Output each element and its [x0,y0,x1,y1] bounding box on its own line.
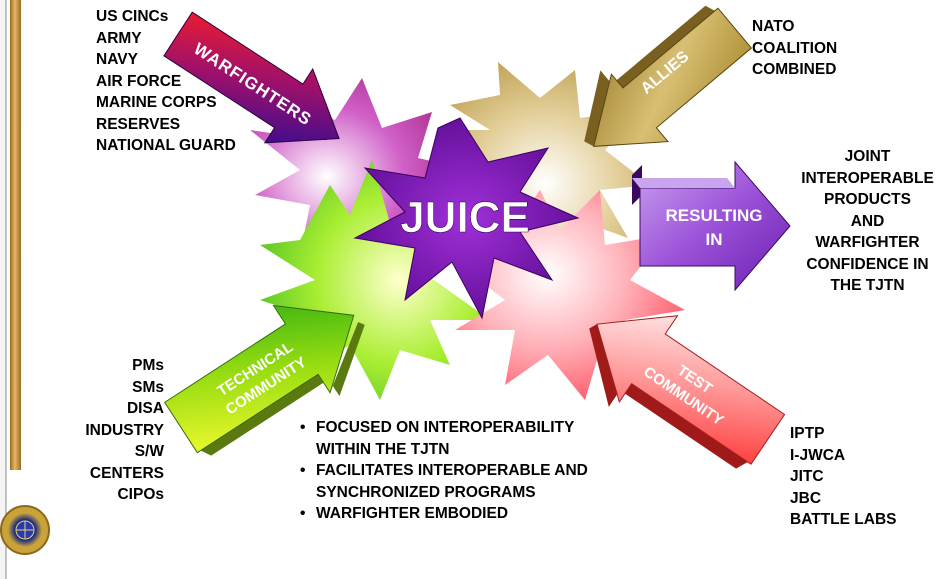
warfighters-item: MARINE CORPS [96,94,217,111]
warfighters-item: NATIONAL GUARD [96,137,236,154]
result-arrow: RESULTING IN [632,160,791,292]
test-arrow: TEST COMMUNITY [589,315,786,469]
technical-item: PMs [132,357,164,374]
test-item: BATTLE LABS [790,511,897,528]
test-item: JITC [790,468,824,485]
allies-arrow: ALLIES [584,5,753,147]
warfighters-item: AIR FORCE [96,72,182,90]
result-list: JOINT INTEROPERABLE PRODUCTS AND WARFIGHTER C… [790,146,945,297]
allies-arrow-body [593,7,753,147]
benefit-item: FACILITATES INTEROPERABLE AND SYNCHRONIZE… [300,460,588,503]
warfighters-arrow-body [163,11,340,144]
result-item: AND [850,212,885,230]
result-item: PRODUCTS [824,191,911,208]
warfighters-item: RESERVES [96,115,181,133]
juice-label: JUICE [400,193,530,242]
benefits-list: FOCUSED ON INTEROPERABILITY WITHIN THE TJ… [300,417,588,525]
seal-emblem [0,505,50,555]
result-item: INTEROPERABLE [801,169,934,187]
warfighters-item: NAVY [96,51,138,68]
benefit-line: SYNCHRONIZED PROGRAMS [316,483,536,501]
technical-item: SMs [132,378,164,396]
result-arrow-body [639,160,791,292]
result-item: WARFIGHTER [815,234,920,251]
test-item: IPTP [790,425,825,442]
sidebar-bar [10,0,21,470]
allies-item: COALITION [752,39,838,57]
technical-arrow: TECHNICAL COMMUNITY [163,304,365,456]
technical-item: CENTERS [89,464,164,482]
test-arrow-body [596,315,786,465]
allies-arrow-side [584,5,715,147]
technical-item: CIPOs [117,486,164,503]
result-arrow-label-1: RESULTING [666,206,763,225]
test-item: I-JWCA [790,446,846,464]
allies-item: NATO [752,18,795,35]
sidebar-edge [0,0,6,579]
result-item: THE TJTN [830,277,905,294]
benefit-line: FOCUSED ON INTEROPERABILITY [316,419,575,436]
juice-star [353,117,580,320]
benefit-line: WITHIN THE TJTN [316,440,450,458]
test-item: JBC [790,489,822,507]
result-arrow-label-2: IN [706,230,723,249]
result-arrow-top [632,178,735,188]
result-item: JOINT [844,148,891,165]
test-list: IPTP I-JWCA JITC JBC BATTLE LABS [790,423,896,531]
warfighters-item: US CINCs [96,8,169,25]
technical-arrow-side [200,322,365,456]
technical-item: S/W [134,443,164,460]
benefit-item: FOCUSED ON INTEROPERABILITY WITHIN THE TJ… [300,417,588,460]
allies-item: COMBINED [752,61,837,78]
technical-item: INDUSTRY [85,421,164,439]
benefit-item: WARFIGHTER EMBODIED [300,503,588,525]
result-item: CONFIDENCE IN [806,255,929,273]
benefit-line: FACILITATES INTEROPERABLE AND [316,462,588,479]
warfighters-item: ARMY [96,29,142,47]
allies-list: NATO COALITION COMBINED [752,16,837,81]
benefit-line: WARFIGHTER EMBODIED [316,505,509,522]
technical-item: DISA [126,400,164,417]
technical-arrow-body [163,304,355,454]
